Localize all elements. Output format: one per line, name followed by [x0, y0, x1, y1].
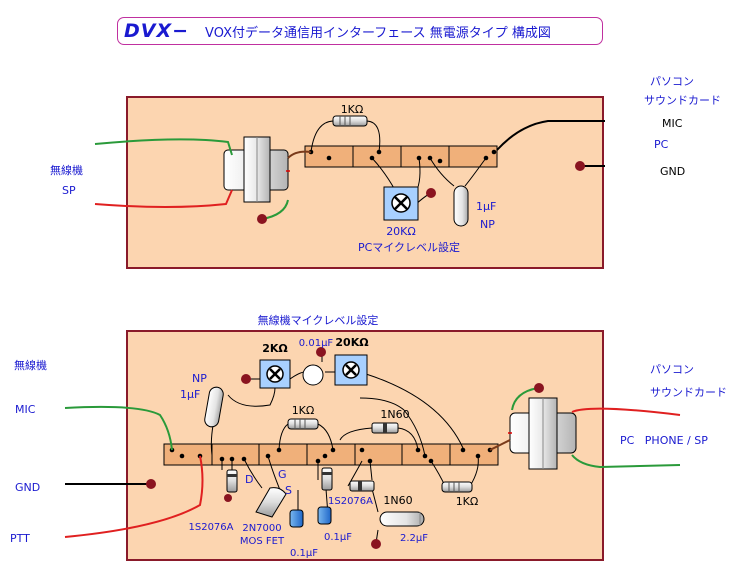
diode-mid-label: 1N60 [383, 494, 412, 507]
bottom-diode-1n60-top [371, 422, 399, 434]
res2-label: 1KΩ [456, 495, 479, 508]
bottom-transformer [508, 397, 577, 470]
top-pot-value-label: 20KΩ [386, 225, 416, 238]
bottom-potentiometer-2k [259, 359, 291, 389]
top-resistor-label: 1KΩ [341, 103, 364, 116]
bottom-resistor-1k-top [287, 418, 319, 430]
bottom-left-ptt-label: PTT [10, 532, 30, 545]
top-cap-value-label: 1μF [476, 200, 496, 213]
fet-d-label: D [245, 473, 253, 486]
top-pot-desc-label: PCマイクレベル設定 [358, 240, 460, 254]
bottom-left-mic-label: MIC [15, 403, 36, 416]
top-right-mic-label: MIC [662, 117, 683, 130]
title-prefix: DVX− [124, 20, 190, 42]
fet-s-label: S [285, 484, 292, 497]
diode-top-label: 1N60 [380, 408, 409, 421]
np-value-label: 1μF [180, 388, 200, 401]
top-potentiometer [383, 186, 419, 221]
top-terminal-dots [257, 161, 585, 224]
top-right-header2: サウンドカード [644, 94, 721, 107]
top-right-pc-label: PC [654, 138, 669, 151]
top-terminal-strip [304, 145, 498, 168]
top-left-label-line1: 無線機 [50, 163, 83, 177]
bottom-left-header: 無線機 [14, 358, 47, 372]
np-type-label: NP [192, 372, 207, 385]
top-thin-wires [310, 120, 487, 206]
bottom-diode-1n60-mid [349, 480, 375, 492]
bottom-right-phone-label: PC PHONE / SP [620, 434, 708, 447]
top-cap-type-label: NP [480, 218, 495, 231]
bottom-wires [64, 387, 681, 538]
bottom-board-heading: 無線機マイクレベル設定 [258, 313, 379, 327]
bottom-diode-1s2076a-right [321, 467, 333, 491]
diode-s1-label: 1S2076A [189, 522, 234, 533]
bottom-film-cap-right [317, 506, 332, 525]
fet-part-label: 2N7000 [242, 523, 281, 534]
bottom-diode-1s2076a-left [226, 469, 238, 493]
bottom-board: 無線機マイクレベル設定 2KΩ 0.01μF 20KΩ NP 1μF 1KΩ 1… [10, 313, 727, 561]
bottom-right-header2: サウンドカード [650, 386, 727, 399]
top-wires [94, 120, 605, 220]
bottom-right-header1: パソコン [650, 363, 694, 376]
bottom-cap-2u2 [379, 511, 425, 527]
top-resistor [332, 115, 368, 127]
cap-big-label: 2.2μF [400, 533, 428, 544]
title-main: VOX付データ通信用インターフェース 無電源タイプ 構成図 [205, 25, 551, 41]
pot2-label: 20KΩ [335, 336, 369, 349]
bottom-terminal-strip [163, 443, 499, 466]
cap-top-label: 0.01μF [299, 338, 334, 349]
bottom-np-capacitor [204, 386, 224, 428]
bottom-resistor-1k-bottom [441, 481, 473, 493]
cap-br-label: 0.1μF [324, 532, 352, 543]
bottom-ceramic-cap [302, 364, 324, 386]
fet-type-label: MOS FET [240, 536, 285, 547]
top-right-header1: パソコン [650, 75, 694, 88]
pot1-label: 2KΩ [262, 342, 288, 355]
bottom-potentiometer-20k [334, 354, 368, 386]
bottom-terminal-dots [146, 347, 544, 549]
top-board: 1KΩ 1μF NP 20KΩ PCマイクレベル設定 無線機 SP パソコン サ… [50, 75, 721, 269]
bottom-left-gnd-label: GND [15, 481, 40, 494]
diagram-title: DVX− VOX付データ通信用インターフェース 無電源タイプ 構成図 [117, 17, 603, 45]
fet-g-label: G [278, 468, 287, 481]
top-right-gnd-label: GND [660, 165, 685, 178]
bottom-film-cap-left [289, 509, 304, 528]
bottom-mosfet [255, 487, 287, 518]
res1-label: 1KΩ [292, 404, 315, 417]
top-transformer [223, 136, 290, 203]
top-left-label-line2: SP [62, 184, 76, 197]
diode-s2-label: 1S2076A [328, 496, 373, 507]
cap-bl-label: 0.1μF [290, 548, 318, 559]
top-np-capacitor [453, 185, 469, 227]
